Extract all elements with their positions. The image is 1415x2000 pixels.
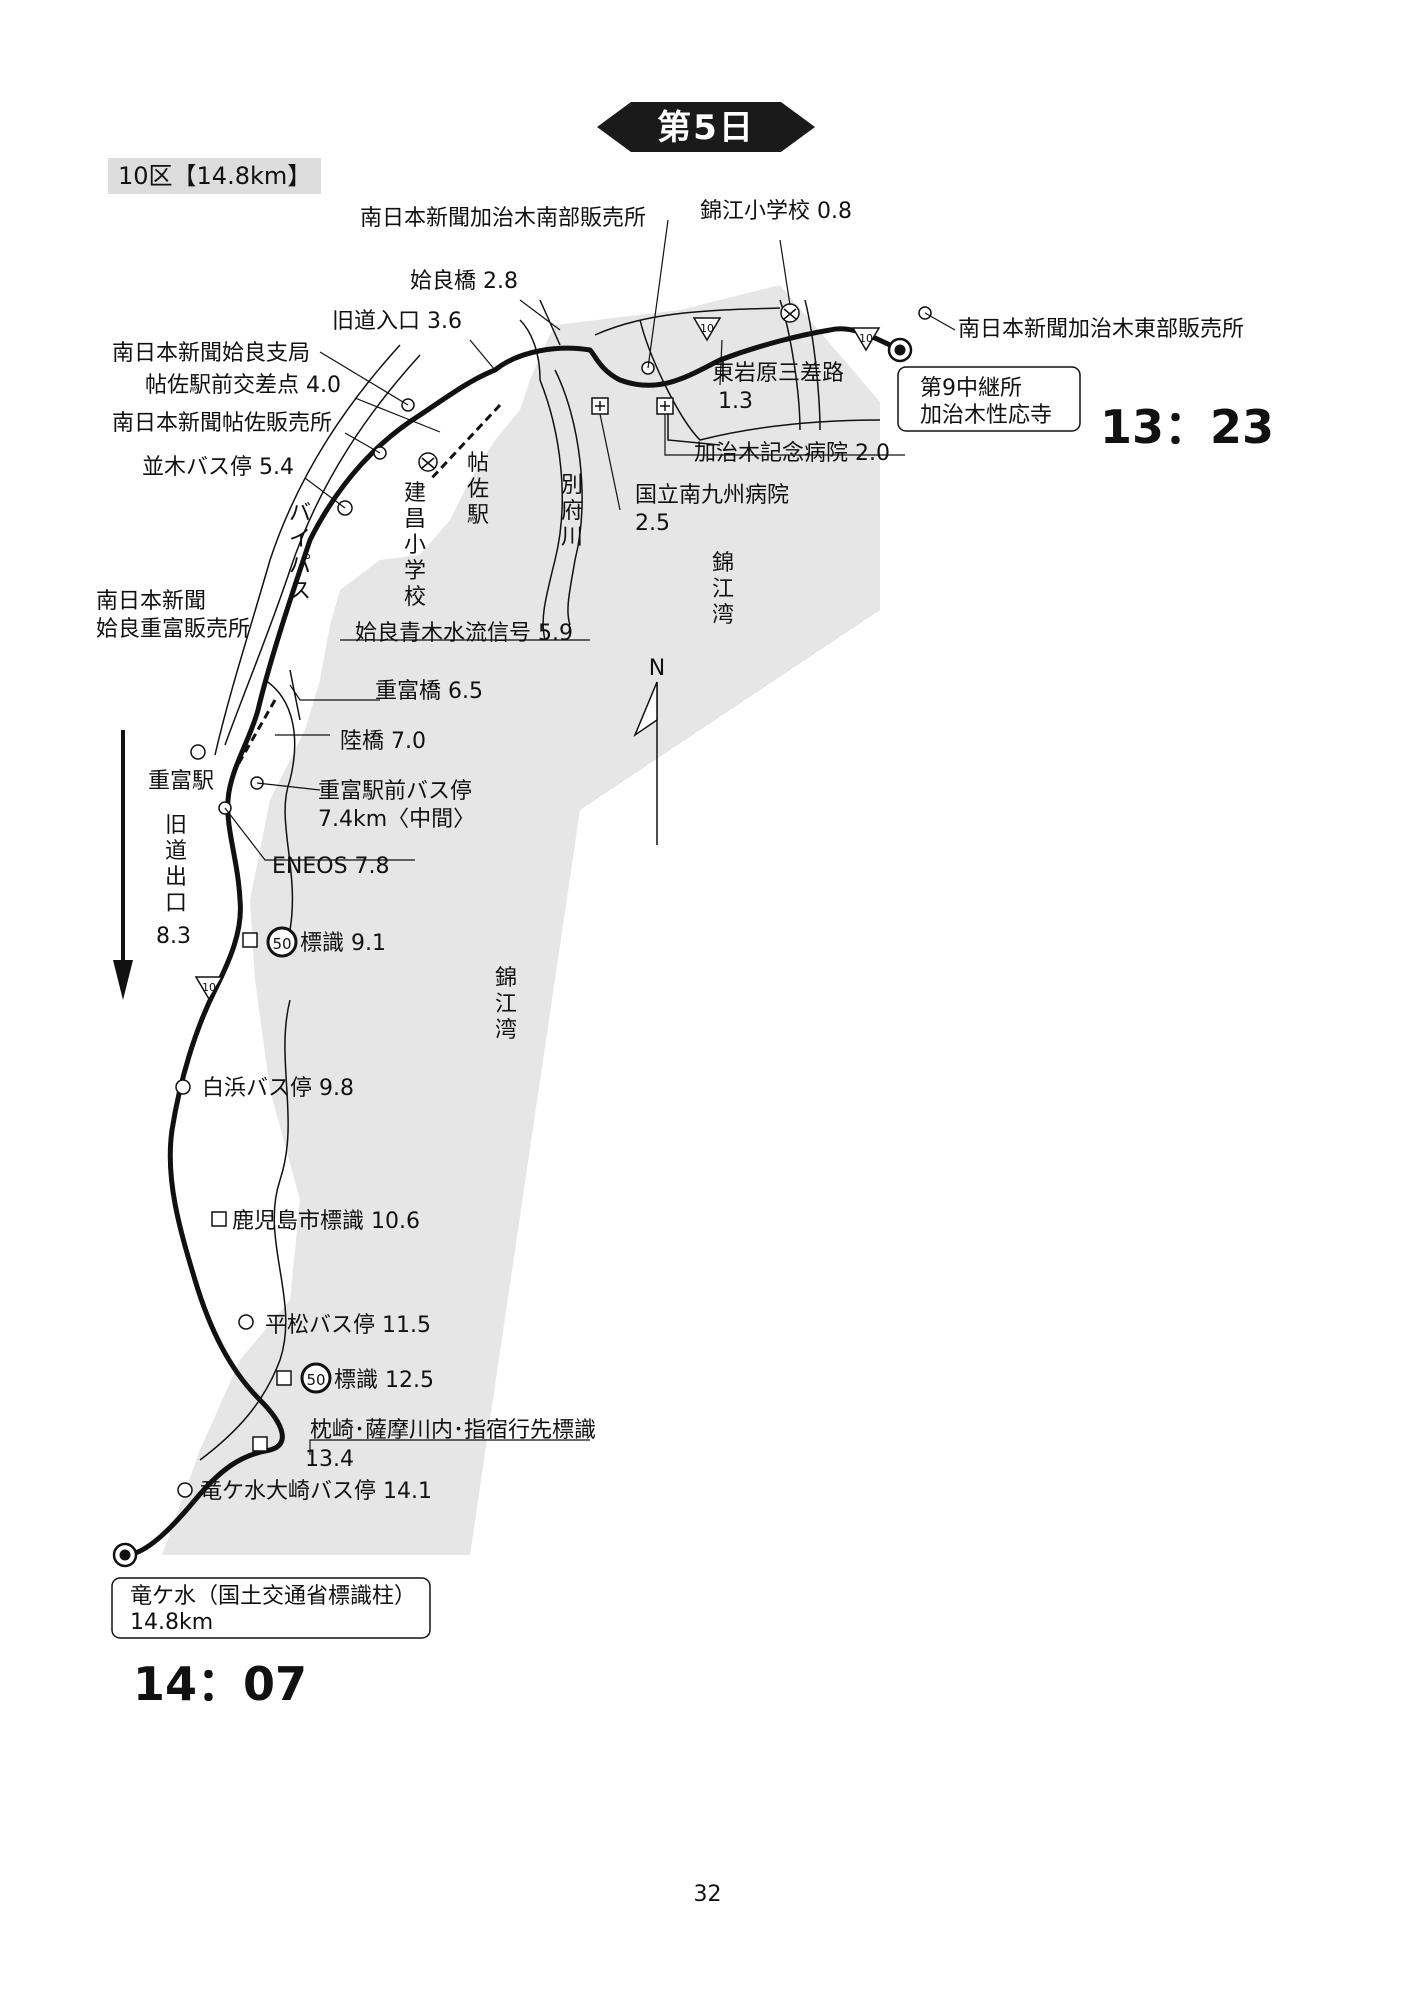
sign-91-marker: [242, 932, 258, 948]
vertical-text: バイパス: [289, 501, 311, 604]
hiramatsu-bus-marker: [238, 1314, 254, 1330]
page-number: 32: [693, 1882, 722, 1907]
start-point-place: 加治木性応寺: [920, 403, 1052, 428]
vertical-text: 旧道出口: [165, 813, 187, 916]
label-kensho-school: 建昌小学校: [404, 481, 426, 610]
label-chosa-hanbai: 南日本新聞帖佐販売所: [112, 411, 332, 436]
label-old-road-exit-km: 8.3: [156, 924, 191, 949]
shigetomi-hanbai-marker: [190, 744, 206, 760]
label-nishiki-school: 錦江小学校 0.8: [700, 199, 852, 224]
vertical-text: 建昌小学校: [404, 481, 426, 610]
route-line: [122, 326, 903, 1558]
north-arrow: N: [633, 656, 665, 845]
label-namiki-bus: 並木バス停 5.4: [142, 455, 294, 480]
railway-line: [428, 403, 502, 482]
finish-time: 14：07: [133, 1657, 307, 1711]
speed-limit-sign-1: 50: [266, 926, 298, 958]
label-higashi-hanbai: 南日本新聞加治木東部販売所: [958, 317, 1244, 342]
river-east-bank: [554, 369, 583, 626]
nishiki-road-2: [804, 299, 821, 431]
sign-125-marker: [276, 1370, 292, 1386]
vertical-text: 錦江湾: [712, 551, 734, 628]
finish-box: [111, 1577, 431, 1639]
route-shield-3: 10: [194, 976, 224, 1001]
label-higashiiwabaru: 東岩原三差路: [712, 361, 844, 386]
label-midpoint: 7.4km〈中間〉: [318, 807, 475, 832]
speed-limit-value-2: 50: [306, 1371, 325, 1389]
start-point-name: 第9中継所: [920, 376, 1022, 401]
label-bay-1: 錦江湾: [712, 551, 734, 628]
kagoshima-sign-marker: [211, 1211, 227, 1227]
vertical-text: 別府川: [561, 473, 583, 550]
label-higashiiwabaru-km: 1.3: [718, 389, 753, 414]
route-shield-2: 10: [851, 327, 881, 352]
shirahama-bus-marker: [175, 1079, 191, 1095]
river-west-bank: [539, 379, 563, 641]
shigetomi-bridge-road: [289, 669, 301, 721]
upper-road: [594, 307, 781, 336]
finish-point-name: 竜ケ水（国土交通省標識柱）: [130, 1584, 416, 1609]
label-shirahama-bus: 白浜バス停 9.8: [202, 1076, 354, 1101]
label-shigetomi-bridge: 重富橋 6.5: [375, 679, 483, 704]
label-old-road-exit: 旧道出口: [165, 813, 187, 916]
route-shield-1: 10: [692, 317, 722, 342]
label-kagoshima-sign: 鹿児島市標識 10.6: [232, 1209, 420, 1234]
hospital-icon: [591, 397, 609, 415]
day-banner: [597, 102, 815, 152]
school-icon: [780, 303, 800, 323]
label-eneos: ENEOS 7.8: [272, 854, 390, 879]
label-aira-bridge: 姶良橋 2.8: [410, 269, 518, 294]
label-aoki-signal: 姶良青木水流信号 5.9: [355, 621, 573, 646]
label-shigetomi-bus: 重富駅前バス停: [318, 779, 472, 804]
label-kokuritsu-hospital: 国立南九州病院: [635, 483, 789, 508]
label-direction-sign-km: 13.4: [305, 1447, 354, 1472]
speed-limit-value-1: 50: [272, 935, 291, 953]
bypass-road: [214, 344, 401, 756]
north-label: N: [649, 656, 665, 681]
label-bypass: バイパス: [289, 501, 311, 604]
finish-marker: [112, 1542, 138, 1568]
start-box: [897, 366, 1081, 432]
route-shield-2-label: 10: [859, 332, 873, 345]
speed-limit-sign-2: 50: [300, 1362, 332, 1394]
direction-arrow: [113, 730, 133, 1000]
coast-line: [264, 679, 296, 931]
label-chosa-crossing: 帖佐駅前交差点 4.0: [145, 373, 341, 398]
section-label: 10区【14.8km】: [108, 158, 322, 194]
ryugamizu-bus-marker: [177, 1482, 193, 1498]
label-ryugamizu-bus: 竜ケ水大崎バス停 14.1: [200, 1479, 432, 1504]
label-sign-125: 標識 12.5: [334, 1368, 434, 1393]
label-old-road-entrance: 旧道入口 3.6: [332, 309, 462, 334]
label-beppu-river: 別府川: [561, 473, 583, 550]
hospital-icon: [656, 397, 674, 415]
bay-area: [162, 285, 880, 1555]
label-shigetomi-station: 重富駅: [148, 769, 214, 794]
coast-line-2: [199, 999, 291, 1461]
vertical-text: 帖佐駅: [467, 451, 489, 528]
label-kajiki-hospital: 加治木記念病院 2.0: [694, 441, 890, 466]
label-hiramatsu-bus: 平松バス停 11.5: [265, 1313, 431, 1338]
route-shield-3-label: 10: [202, 981, 216, 994]
day-title: 第5日: [657, 108, 755, 148]
finish-point-distance: 14.8km: [130, 1610, 213, 1635]
label-kokuritsu-km: 2.5: [635, 511, 670, 536]
label-bay-2: 錦江湾: [495, 966, 517, 1043]
lower-road: [639, 319, 881, 441]
route-shield-1-label: 10: [700, 322, 714, 335]
school-icon: [418, 452, 438, 472]
label-sign-91: 標識 9.1: [300, 931, 386, 956]
start-marker: [887, 337, 913, 363]
direction-sign-marker: [252, 1436, 268, 1452]
label-chosa-station: 帖佐駅: [467, 451, 489, 528]
label-aira-branch: 南日本新聞姶良支局: [112, 341, 310, 366]
start-time: 13：23: [1100, 400, 1274, 454]
label-overpass: 陸橋 7.0: [340, 729, 426, 754]
label-direction-sign: 枕崎･薩摩川内･指宿行先標識: [310, 1418, 596, 1443]
label-nanbu-hanbai: 南日本新聞加治木南部販売所: [360, 206, 646, 231]
label-shigetomi-hanbai-2: 姶良重富販売所: [96, 617, 250, 642]
river-mouth: [519, 319, 541, 381]
vertical-text: 錦江湾: [495, 966, 517, 1043]
label-shigetomi-hanbai-1: 南日本新聞: [96, 589, 206, 614]
